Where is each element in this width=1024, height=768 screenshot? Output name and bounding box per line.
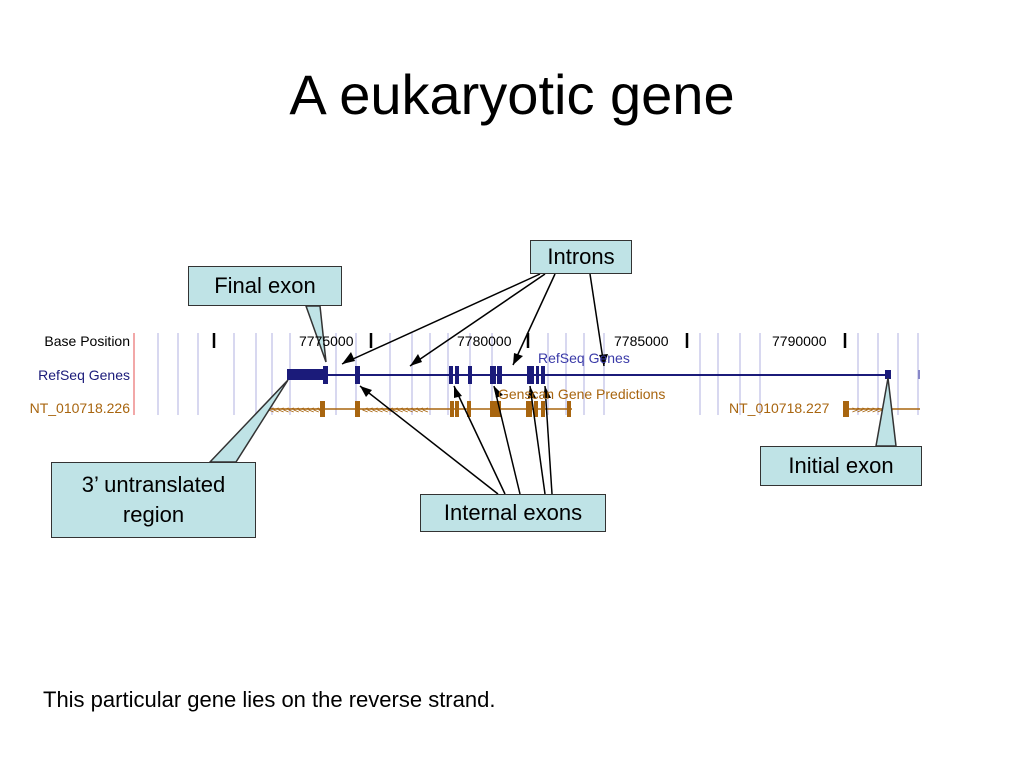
final-exon-block — [323, 366, 328, 384]
initial-exon-block — [885, 370, 891, 379]
genscan-prediction-left: <<<<<<<<<<< <<<<<<<<<<<<< — [266, 401, 572, 417]
base-position-value: 7785000 — [614, 333, 669, 349]
genscan-track-center-label: Genscan Gene Predictions — [498, 386, 666, 402]
exon-block — [490, 366, 496, 384]
nt-contig-right-label: NT_010718.227 — [729, 400, 830, 416]
exon-block — [468, 366, 472, 384]
utr-callout-tail — [208, 379, 289, 463]
exon-block — [449, 366, 453, 384]
utr-block — [287, 369, 326, 380]
footnote: This particular gene lies on the reverse… — [43, 687, 496, 712]
svg-text:<<<<<<<<<<<<<: <<<<<<<<<<<<< — [362, 405, 428, 416]
slide-title: A eukaryotic gene — [289, 63, 735, 126]
exon-block — [355, 366, 360, 384]
exon-block — [536, 366, 539, 384]
exon-block — [497, 366, 502, 384]
svg-text:<<<<<<<<<<<: <<<<<<<<<<< — [268, 405, 324, 416]
base-position-value: 7790000 — [772, 333, 827, 349]
nt-contig-left-label: NT_010718.226 — [29, 400, 130, 416]
svg-text:>>>>>>>>: >>>>>>>> — [852, 405, 893, 416]
initial-exon-callout: Initial exon — [760, 446, 922, 486]
exon-block — [541, 366, 545, 384]
callout-arrowheads — [342, 352, 608, 398]
exon-block — [527, 366, 534, 384]
callout-pointers — [341, 273, 605, 495]
base-position-value: 7775000 — [299, 333, 354, 349]
internal-exons-callout: Internal exons — [420, 494, 606, 532]
final-exon-callout: Final exon — [188, 266, 342, 306]
refseq-gene-model — [287, 366, 920, 384]
utr-callout: 3’ untranslated region — [51, 462, 256, 538]
refseq-genes-label: RefSeq Genes — [38, 367, 130, 383]
base-position-label: Base Position — [44, 333, 130, 349]
final-exon-callout-tail — [304, 305, 327, 363]
base-position-ticks — [212, 333, 847, 348]
genscan-prediction-right: >>>>>>>> — [843, 401, 920, 417]
introns-callout: Introns — [530, 240, 632, 274]
base-position-value: 7780000 — [457, 333, 512, 349]
exon-block — [455, 366, 459, 384]
refseq-track-center-label: RefSeq Genes — [538, 350, 630, 366]
